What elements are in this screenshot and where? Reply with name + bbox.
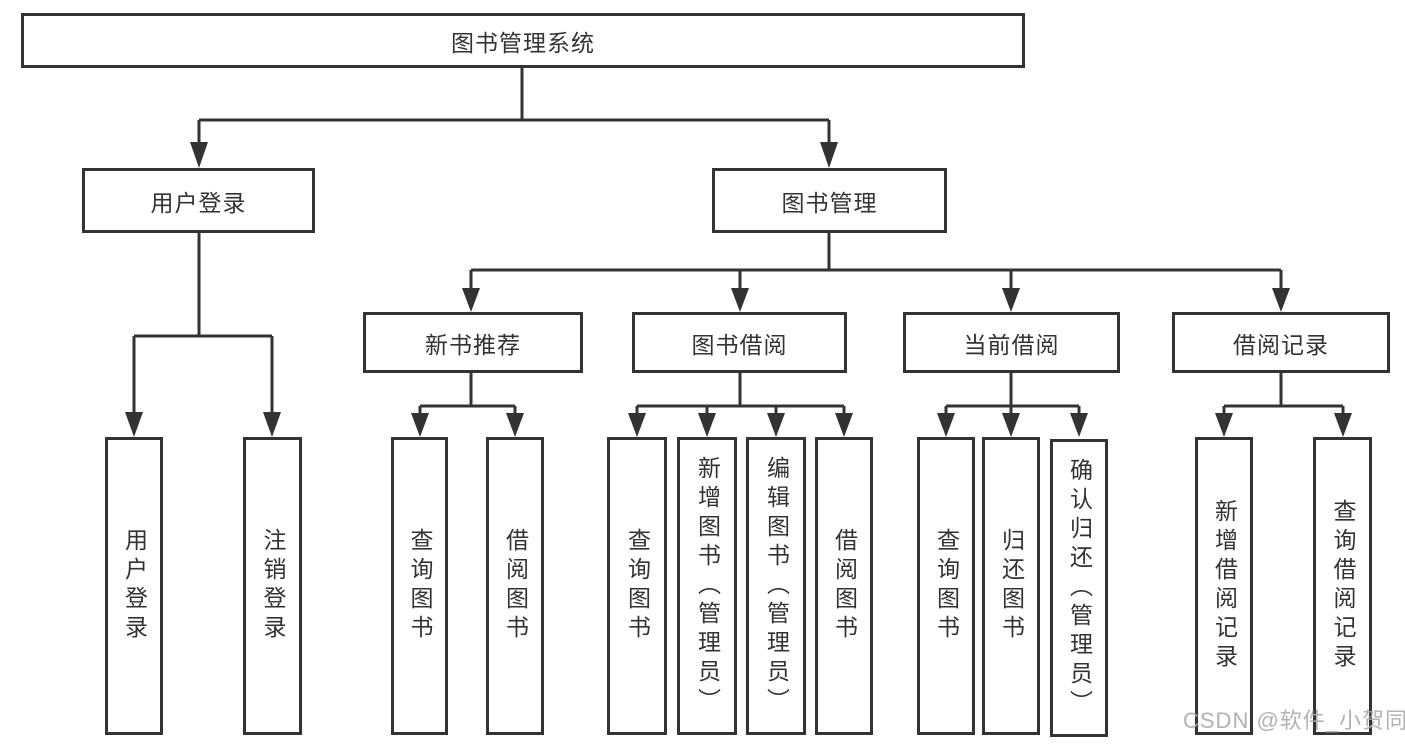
node-current-borrow: 当前借阅 <box>903 312 1120 373</box>
leaf-borrow-books: 借阅图书 <box>815 437 873 735</box>
leaf-return-books: 归还图书 <box>982 437 1040 735</box>
leaf-add-books-admin: 新增图书（管理员） <box>677 437 737 735</box>
leaf-label: 新增图书（管理员） <box>694 455 721 717</box>
leaf-label: 用户登录 <box>121 528 148 644</box>
node-book-management: 图书管理 <box>712 168 947 233</box>
leaf-label: 借阅图书 <box>502 528 529 644</box>
leaf-label: 新增借阅记录 <box>1211 499 1238 673</box>
leaf-query-books-recommend: 查询图书 <box>391 437 448 735</box>
leaf-label: 查询借阅记录 <box>1330 499 1356 673</box>
leaf-label: 查询图书 <box>407 528 433 644</box>
leaf-user-login: 用户登录 <box>105 437 163 735</box>
node-borrow-records: 借阅记录 <box>1172 312 1390 373</box>
leaf-borrow-books-recommend: 借阅图书 <box>486 437 544 735</box>
leaf-query-books-current: 查询图书 <box>917 437 975 735</box>
node-root-system: 图书管理系统 <box>21 13 1025 68</box>
leaf-label: 查询图书 <box>933 528 960 644</box>
leaf-add-borrow-record: 新增借阅记录 <box>1195 437 1253 735</box>
node-user-login: 用户登录 <box>82 168 315 233</box>
leaf-label: 确认归还（管理员） <box>1066 457 1093 719</box>
leaf-label: 注销登录 <box>260 528 286 644</box>
leaf-confirm-return-admin: 确认归还（管理员） <box>1050 439 1108 737</box>
leaf-edit-books-admin: 编辑图书（管理员） <box>746 437 806 735</box>
node-new-book-recommend: 新书推荐 <box>363 312 583 373</box>
leaf-label: 借阅图书 <box>831 528 858 644</box>
leaf-label: 查询图书 <box>624 528 651 644</box>
leaf-query-books-borrow: 查询图书 <box>607 437 667 735</box>
csdn-watermark: CSDN @软件_小贺同学 <box>1183 708 1405 733</box>
node-book-borrow: 图书借阅 <box>632 312 847 373</box>
leaf-query-borrow-record: 查询借阅记录 <box>1313 437 1372 735</box>
leaf-label: 编辑图书（管理员） <box>763 455 790 717</box>
leaf-label: 归还图书 <box>998 528 1025 644</box>
leaf-logout: 注销登录 <box>243 437 302 735</box>
